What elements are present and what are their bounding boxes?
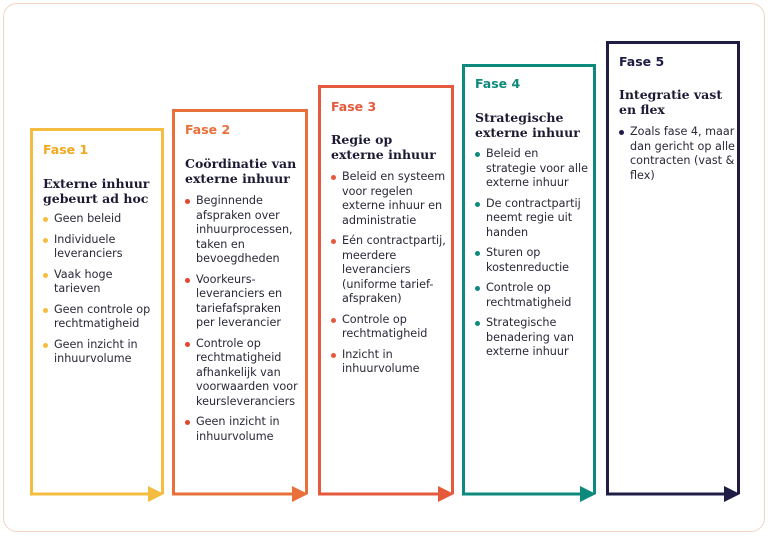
phase-3-box: Fase 3 Regie op externe inhuur Beleid en…	[318, 85, 454, 494]
phase-1-title: Externe inhuur gebeurt ad hoc	[43, 176, 150, 206]
list-item: Vaak hoge tarieven	[43, 268, 159, 297]
list-item: Zoals fase 4, maar dan gericht op alle c…	[619, 125, 735, 183]
list-item: Controle op rechtmatigheid	[331, 313, 449, 342]
list-item: Eén contractpartij, meerdere leverancier…	[331, 234, 449, 307]
phase-3-label: Fase 3	[331, 99, 377, 114]
list-item: Inzicht in inhuurvolume	[331, 348, 449, 377]
phase-3-list: Beleid en systeem voor regelen externe i…	[331, 170, 449, 383]
phase-4-arrow	[462, 486, 596, 502]
list-item: Beleid en systeem voor regelen externe i…	[331, 170, 449, 228]
phase-5-label: Fase 5	[619, 54, 665, 69]
list-item: Controle op rechtmatigheid afhankelijk v…	[185, 337, 303, 410]
phase-4-list: Beleid en strategie voor alle externe in…	[475, 147, 591, 366]
list-item: Geen inzicht in inhuurvolume	[185, 415, 303, 444]
list-item: De contractpartij neemt regie uit handen	[475, 197, 591, 241]
list-item: Strategische benadering van externe inhu…	[475, 316, 591, 360]
list-item: Controle op rechtmatigheid	[475, 281, 591, 310]
phase-2-list: Beginnende afspraken over inhuurprocesse…	[185, 194, 303, 450]
phase-5-title: Integratie vast en flex	[619, 87, 723, 117]
list-item: Geen inzicht in inhuurvolume	[43, 338, 159, 367]
phase-1-box: Fase 1 Externe inhuur gebeurt ad hoc Gee…	[30, 128, 164, 494]
list-item: Voorkeurs-leveranciers en tariefafsprake…	[185, 273, 303, 331]
phase-4-title: Strategische externe inhuur	[475, 110, 580, 140]
list-item: Beleid en strategie voor alle externe in…	[475, 147, 591, 191]
phase-5-box: Fase 5 Integratie vast en flex Zoals fas…	[606, 41, 740, 494]
phase-2-box: Fase 2 Coördinatie van externe inhuur Be…	[172, 109, 308, 494]
list-item: Geen beleid	[43, 212, 159, 227]
phase-2-label: Fase 2	[185, 122, 231, 137]
phase-2-title: Coördinatie van externe inhuur	[185, 156, 297, 186]
list-item: Individuele leveranciers	[43, 233, 159, 262]
phase-1-arrow	[30, 486, 164, 502]
phase-2-arrow	[172, 486, 308, 502]
list-item: Geen controle op rechtmatigheid	[43, 303, 159, 332]
phase-1-list: Geen beleid Individuele leveranciers Vaa…	[43, 212, 159, 373]
outer-frame	[3, 3, 765, 532]
list-item: Beginnende afspraken over inhuurprocesse…	[185, 194, 303, 267]
phase-4-label: Fase 4	[475, 76, 521, 91]
phase-3-title: Regie op externe inhuur	[331, 132, 436, 162]
phase-1-label: Fase 1	[43, 142, 89, 157]
list-item: Sturen op kostenreductie	[475, 246, 591, 275]
phase-4-box: Fase 4 Strategische externe inhuur Belei…	[462, 64, 596, 494]
phase-5-list: Zoals fase 4, maar dan gericht op alle c…	[619, 125, 735, 189]
phase-3-arrow	[318, 486, 454, 502]
phase-5-arrow	[606, 486, 740, 502]
